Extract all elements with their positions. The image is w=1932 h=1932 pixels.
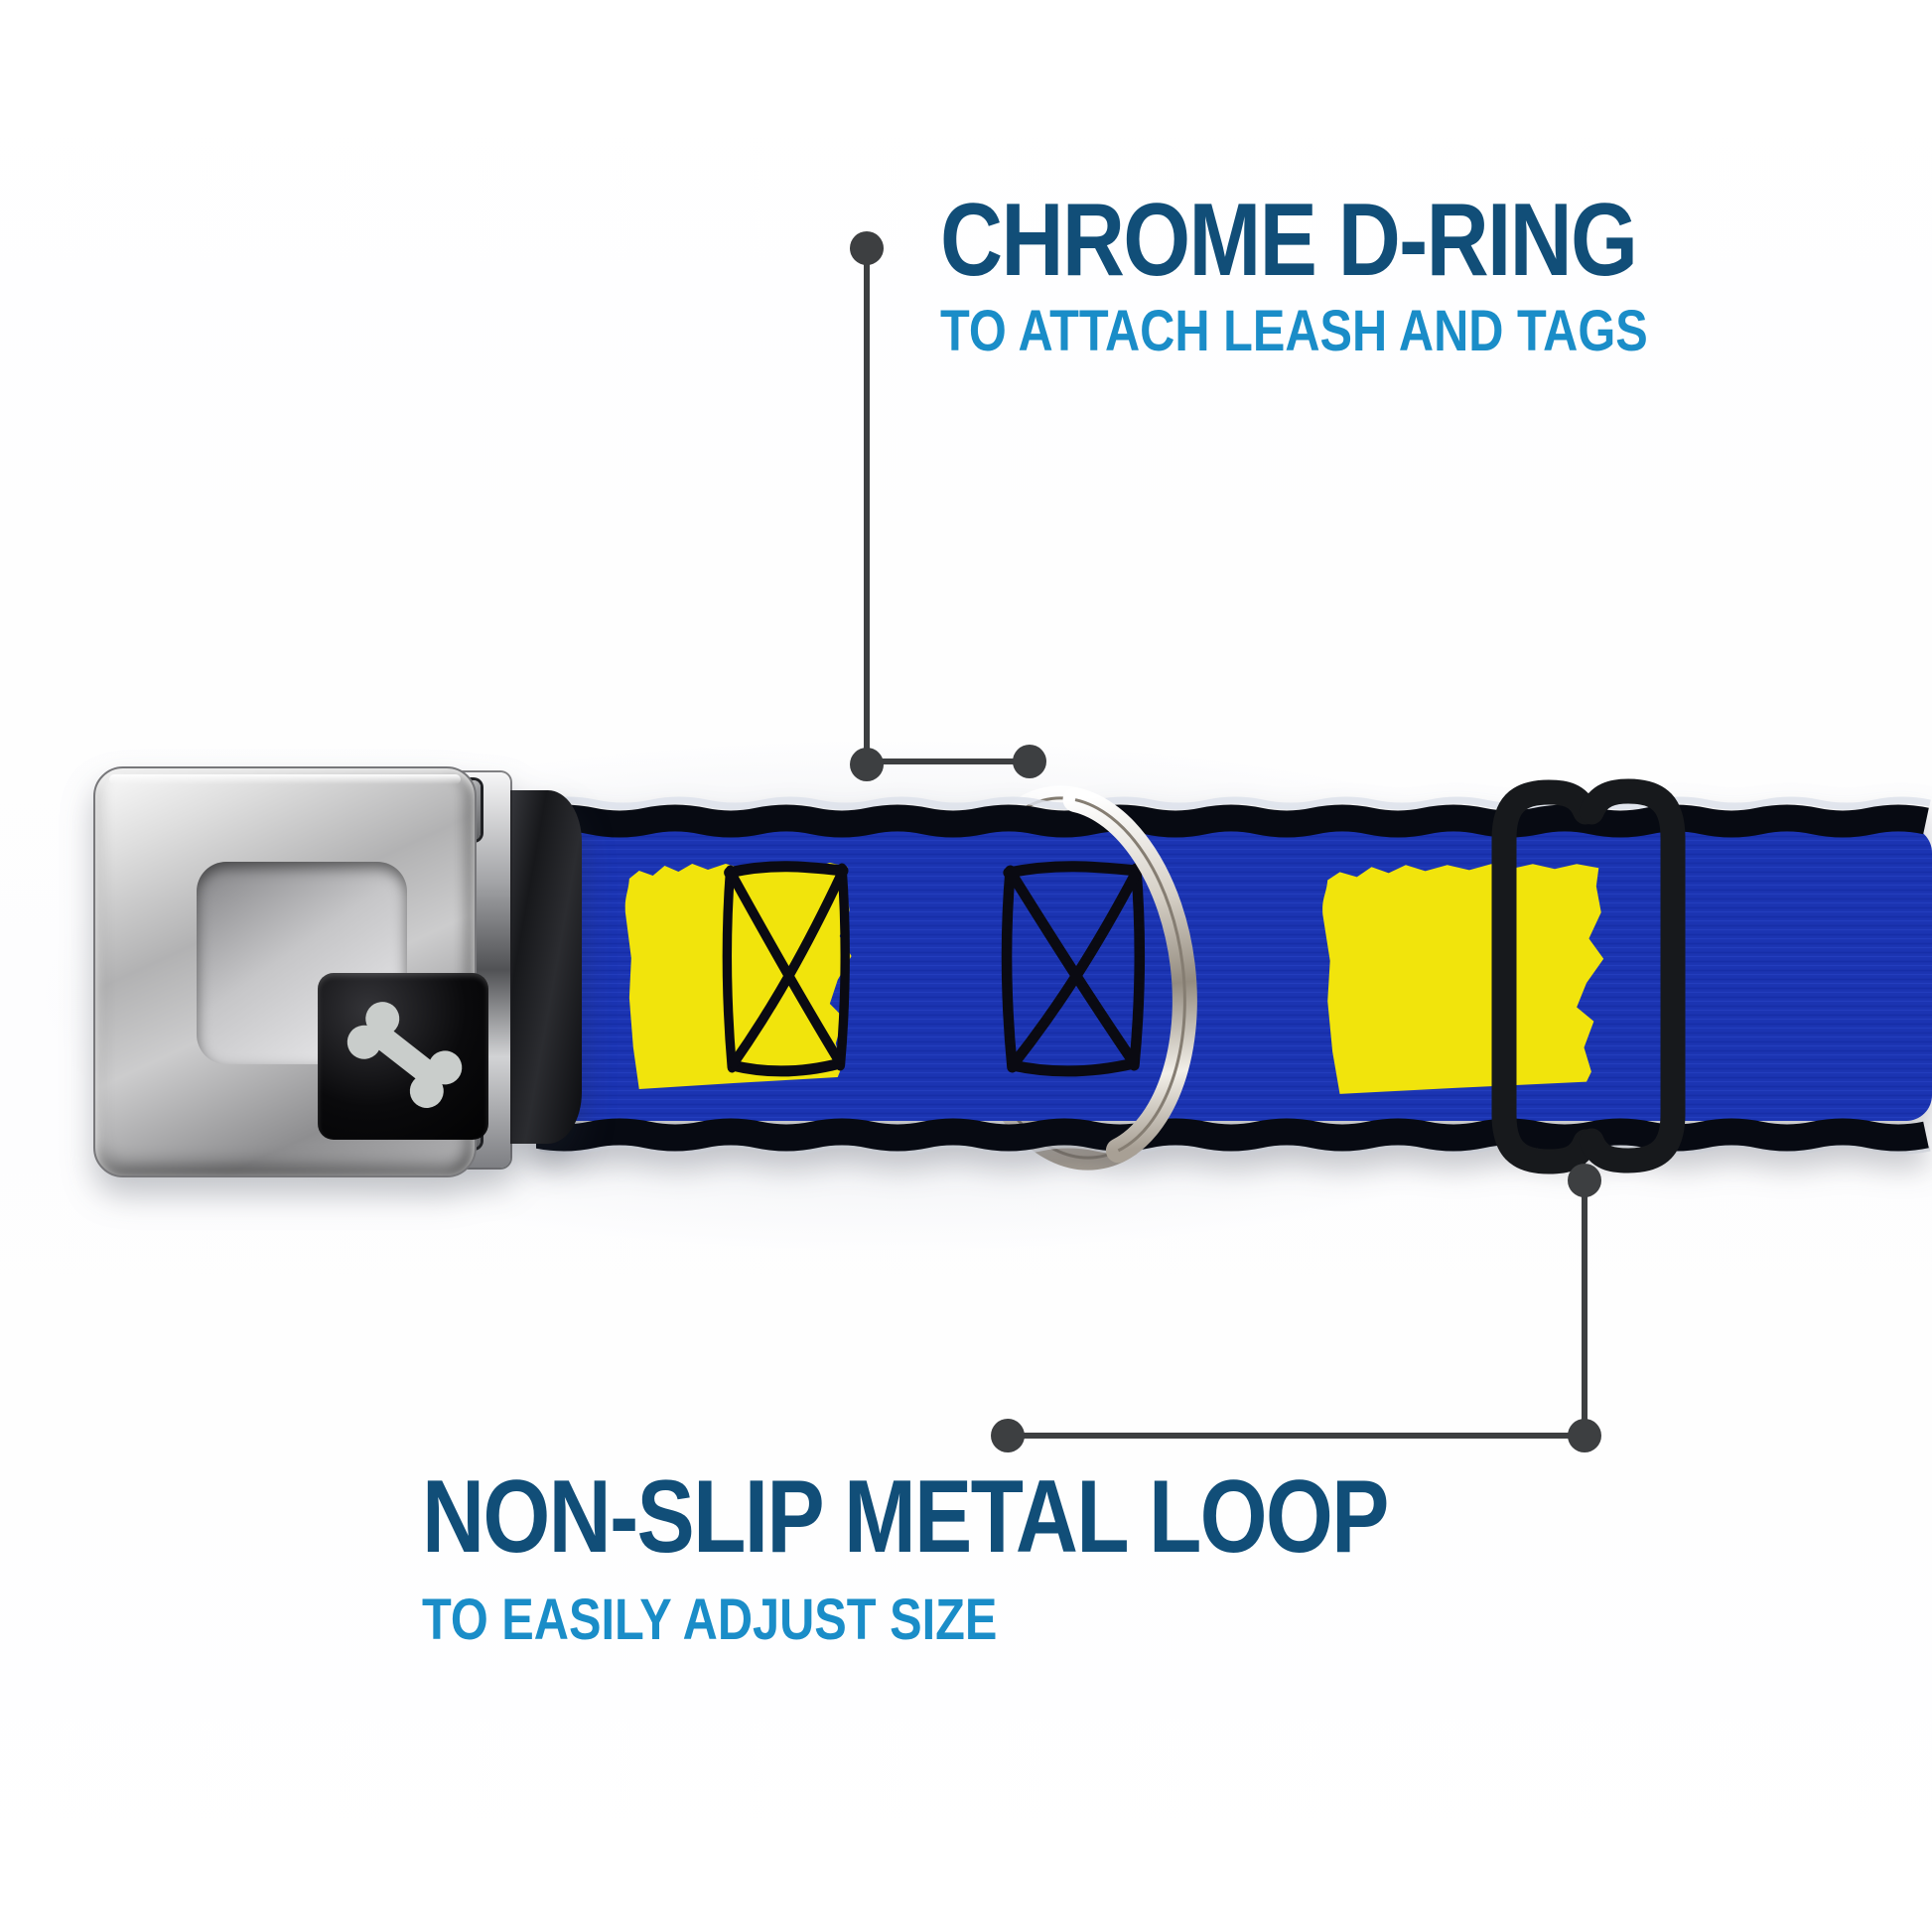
callout-dot xyxy=(1568,1419,1601,1452)
callout-dot xyxy=(1568,1164,1601,1197)
callout-dots xyxy=(850,231,1601,1452)
bottom-annotation-title: NON-SLIP METAL LOOP xyxy=(422,1459,1389,1575)
bone-icon xyxy=(309,966,496,1148)
collar-strap xyxy=(536,796,1932,1155)
top-annotation-title: CHROME D-RING xyxy=(940,183,1638,298)
callout-dot xyxy=(991,1419,1025,1452)
callout-dot xyxy=(850,231,884,265)
d-ring-front xyxy=(1062,787,1197,1164)
callout-dot xyxy=(1013,745,1046,778)
seatbelt-buckle xyxy=(93,766,582,1177)
bottom-annotation-subtitle: TO EASILY ADJUST SIZE xyxy=(422,1587,998,1652)
buckle-logo-window xyxy=(318,973,488,1140)
slider-loop xyxy=(1491,778,1686,1174)
top-annotation-subtitle: TO ATTACH LEASH AND TAGS xyxy=(940,299,1648,363)
webbing-top-edge xyxy=(536,804,1929,838)
callout-dot xyxy=(850,748,884,781)
buckle-body xyxy=(93,766,488,1177)
callout-lines xyxy=(864,250,1587,1439)
webbing-top-highlight xyxy=(539,796,1931,810)
buckle-recess xyxy=(197,862,488,1140)
webbing-bottom-edge xyxy=(536,1118,1929,1152)
